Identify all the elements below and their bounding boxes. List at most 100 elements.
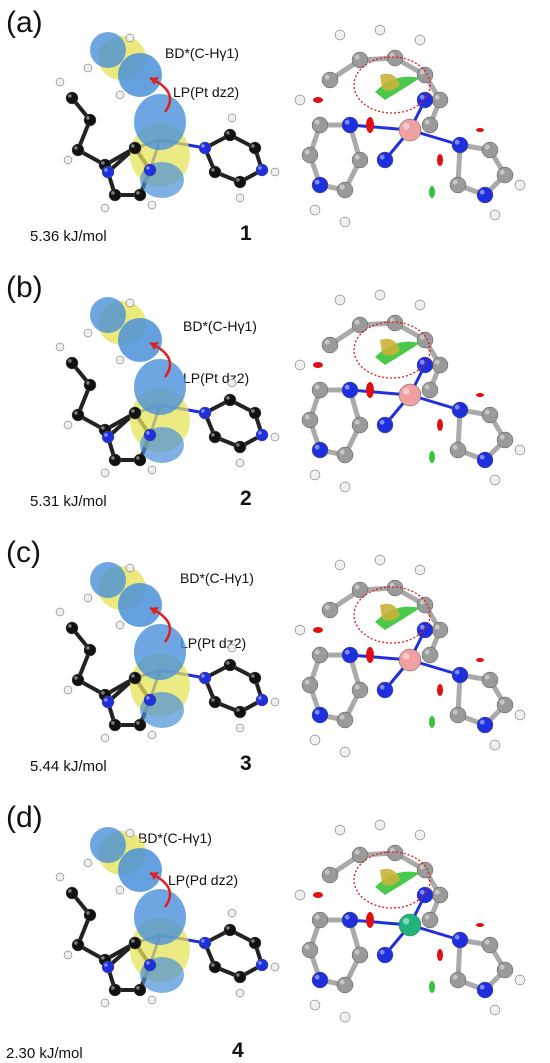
carbon-atom — [431, 621, 449, 639]
hydrogen-atom-highlight — [311, 471, 315, 475]
hydrogen-atom-highlight — [416, 36, 420, 40]
carbon-atom-sphere — [108, 188, 122, 202]
hydrogen-atom-highlight — [229, 115, 232, 118]
hydrogen-atom — [374, 819, 386, 831]
nitrogen-atom-highlight — [379, 949, 385, 955]
hydrogen-atom-highlight — [311, 1001, 315, 1005]
carbon-atom-highlight — [111, 986, 115, 990]
hydrogen-atom-sphere — [115, 355, 125, 365]
carbon-atom-sphere — [496, 696, 514, 714]
carbon-atom-highlight — [304, 944, 310, 950]
carbon-atom-highlight — [136, 721, 140, 725]
hydrogen-atom — [339, 481, 351, 493]
bd-orbital-label: BD*(C-Hγ1) — [165, 45, 239, 61]
nitrogen-atom-sphere — [311, 441, 329, 459]
hydrogen-atom — [100, 468, 110, 478]
carbon-atom — [351, 51, 369, 69]
nci-red-isosurface — [437, 419, 443, 431]
carbon-atom — [83, 643, 97, 657]
interaction-energy: 2.30 kJ/mol — [6, 1045, 83, 1062]
nitrogen-atom-highlight — [419, 624, 425, 630]
nitrogen-atom-sphere — [255, 428, 269, 442]
hydrogen-atom-sphere — [489, 209, 501, 221]
carbon-atom — [421, 381, 439, 399]
nitrogen-atom-highlight — [479, 984, 485, 990]
hydrogen-atom-sphere — [334, 29, 346, 41]
interaction-energy: 5.44 kJ/mol — [30, 758, 107, 775]
hydrogen-atom-sphere — [514, 444, 526, 456]
hydrogen-atom — [374, 24, 386, 36]
carbon-atom-highlight — [101, 956, 105, 960]
carbon-atom — [233, 440, 247, 454]
metal-atom — [398, 118, 422, 142]
hydrogen-atom-sphere — [55, 77, 65, 87]
carbon-atom — [128, 406, 142, 420]
hydrogen-atom — [235, 458, 245, 468]
carbon-atom — [416, 861, 434, 879]
carbon-atom-highlight — [226, 131, 230, 135]
nci-green-isosurface-small — [429, 716, 435, 728]
nitrogen-atom-sphere — [311, 176, 329, 194]
hydrogen-atom-highlight — [376, 291, 380, 295]
carbon-atom-sphere — [336, 976, 354, 994]
hydrogen-atom-highlight — [516, 181, 520, 185]
carbon-atom — [496, 166, 514, 184]
nci-red-isosurface — [476, 128, 484, 132]
nitrogen-atom-highlight — [314, 179, 320, 185]
carbon-atom-highlight — [339, 184, 345, 190]
interaction-highlight-circle — [353, 56, 431, 114]
carbon-atom-sphere — [351, 946, 369, 964]
carbon-atom — [208, 695, 222, 709]
carbon-atom-highlight — [68, 359, 72, 363]
hydrogen-atom-sphere — [235, 723, 245, 733]
nitrogen-atom-highlight — [258, 166, 262, 170]
carbon-atom-sphere — [301, 676, 319, 694]
nci-yellow-isosurface — [380, 603, 400, 621]
hydrogen-atom — [514, 444, 526, 456]
carbon-atom — [83, 113, 97, 127]
carbon-atom-sphere — [128, 406, 142, 420]
carbon-atom-highlight — [419, 69, 425, 75]
carbon-atom — [71, 938, 85, 952]
carbon-atom — [496, 431, 514, 449]
hydrogen-atom-highlight — [149, 467, 152, 470]
hydrogen-atom-highlight — [57, 79, 60, 82]
molecule-drawing — [55, 819, 526, 1023]
nci-red-isosurface — [366, 382, 374, 398]
nitrogen-atom — [476, 451, 494, 469]
hydrogen-atom-sphere — [83, 63, 93, 73]
nci-structure — [294, 24, 526, 228]
nitrogen-atom — [341, 116, 359, 134]
carbon-atom-highlight — [324, 74, 330, 80]
hydrogen-atom-sphere — [514, 974, 526, 986]
hydrogen-atom — [115, 90, 125, 100]
hydrogen-atom-highlight — [117, 92, 120, 95]
nitrogen-atom-sphere — [101, 430, 115, 444]
hydrogen-atom-sphere — [334, 559, 346, 571]
carbon-atom-sphere — [449, 971, 467, 989]
carbon-atom — [65, 356, 79, 370]
metal-atom-highlight — [402, 917, 410, 925]
nitrogen-atom — [255, 958, 269, 972]
hydrogen-atom — [294, 624, 306, 636]
carbon-atom-highlight — [251, 409, 255, 413]
carbon-atom — [108, 983, 122, 997]
carbon-atom — [108, 188, 122, 202]
hydrogen-atom-sphere — [83, 858, 93, 868]
hydrogen-atom — [55, 342, 65, 352]
carbon-atom-sphere — [223, 128, 237, 142]
carbon-atom-sphere — [83, 113, 97, 127]
nitrogen-atom-highlight — [344, 649, 350, 655]
carbon-atom-highlight — [434, 624, 440, 630]
nitrogen-atom-highlight — [344, 914, 350, 920]
hydrogen-atom-highlight — [57, 344, 60, 347]
carbon-atom — [321, 336, 339, 354]
nci-structure — [294, 819, 526, 1023]
carbon-atom-sphere — [223, 923, 237, 937]
nitrogen-atom — [311, 971, 329, 989]
carbon-atom-sphere — [223, 658, 237, 672]
nci-red-isosurface — [437, 154, 443, 166]
nitrogen-atom-highlight — [419, 889, 425, 895]
hydrogen-atom-sphere — [414, 299, 426, 311]
